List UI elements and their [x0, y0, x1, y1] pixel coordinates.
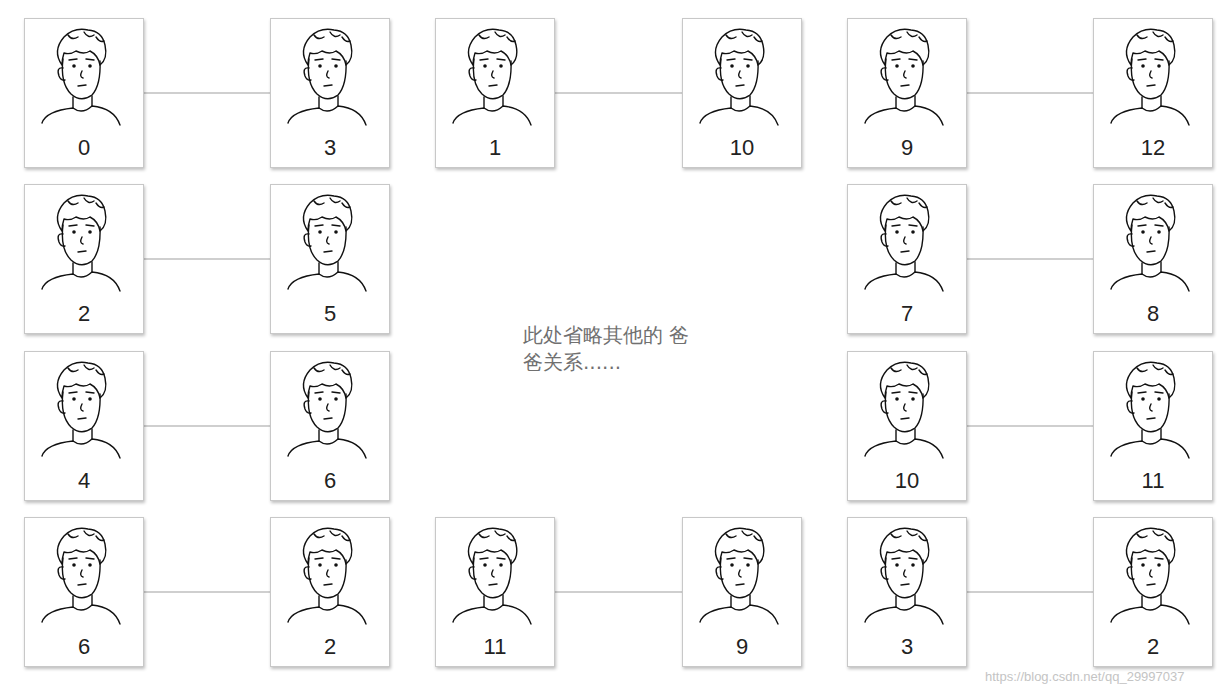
omitted-note: 此处省略其他的 爸爸关系......: [523, 322, 703, 376]
node-number: 2: [25, 301, 143, 327]
person-card: 10: [682, 18, 802, 168]
person-face: [692, 21, 784, 133]
person-face: [34, 21, 126, 133]
relation-line: [967, 259, 1093, 260]
node-number: 10: [683, 135, 801, 161]
person-face: [857, 21, 949, 133]
relation-line: [144, 259, 270, 260]
node-number: 0: [25, 135, 143, 161]
person-face: [34, 520, 126, 632]
person-face: [34, 354, 126, 466]
node-number: 5: [271, 301, 389, 327]
relation-line: [144, 592, 270, 593]
relation-line: [967, 93, 1093, 94]
node-number: 9: [683, 634, 801, 660]
node-number: 8: [1094, 301, 1212, 327]
person-card: 5: [270, 184, 390, 334]
person-face: [34, 187, 126, 299]
person-card: 0: [24, 18, 144, 168]
person-face: [857, 520, 949, 632]
person-card: 7: [847, 184, 967, 334]
node-number: 2: [271, 634, 389, 660]
person-face: [1103, 21, 1195, 133]
person-card: 4: [24, 351, 144, 501]
node-number: 3: [271, 135, 389, 161]
person-face: [1103, 187, 1195, 299]
person-face: [857, 354, 949, 466]
person-face: [280, 21, 372, 133]
person-card: 11: [435, 517, 555, 667]
relation-line: [555, 592, 682, 593]
node-number: 4: [25, 468, 143, 494]
node-number: 6: [271, 468, 389, 494]
node-number: 10: [848, 468, 966, 494]
node-number: 11: [1094, 468, 1212, 494]
person-card: 9: [682, 517, 802, 667]
person-card: 6: [270, 351, 390, 501]
person-face: [1103, 520, 1195, 632]
person-card: 11: [1093, 351, 1213, 501]
person-card: 9: [847, 18, 967, 168]
node-number: 2: [1094, 634, 1212, 660]
node-number: 1: [436, 135, 554, 161]
person-card: 1: [435, 18, 555, 168]
relation-line: [144, 93, 270, 94]
person-card: 3: [270, 18, 390, 168]
relation-line: [555, 93, 682, 94]
node-number: 7: [848, 301, 966, 327]
person-face: [280, 354, 372, 466]
node-number: 12: [1094, 135, 1212, 161]
node-number: 11: [436, 634, 554, 660]
person-face: [280, 520, 372, 632]
person-face: [445, 520, 537, 632]
relation-line: [144, 426, 270, 427]
person-card: 12: [1093, 18, 1213, 168]
watermark: https://blog.csdn.net/qq_29997037: [985, 669, 1185, 684]
person-card: 2: [1093, 517, 1213, 667]
person-card: 6: [24, 517, 144, 667]
relation-line: [967, 426, 1093, 427]
node-number: 9: [848, 135, 966, 161]
node-number: 6: [25, 634, 143, 660]
person-face: [692, 520, 784, 632]
person-card: 10: [847, 351, 967, 501]
person-card: 2: [24, 184, 144, 334]
person-card: 8: [1093, 184, 1213, 334]
node-number: 3: [848, 634, 966, 660]
person-face: [1103, 354, 1195, 466]
person-face: [445, 21, 537, 133]
relation-line: [967, 592, 1093, 593]
person-face: [280, 187, 372, 299]
person-card: 3: [847, 517, 967, 667]
person-card: 2: [270, 517, 390, 667]
person-face: [857, 187, 949, 299]
